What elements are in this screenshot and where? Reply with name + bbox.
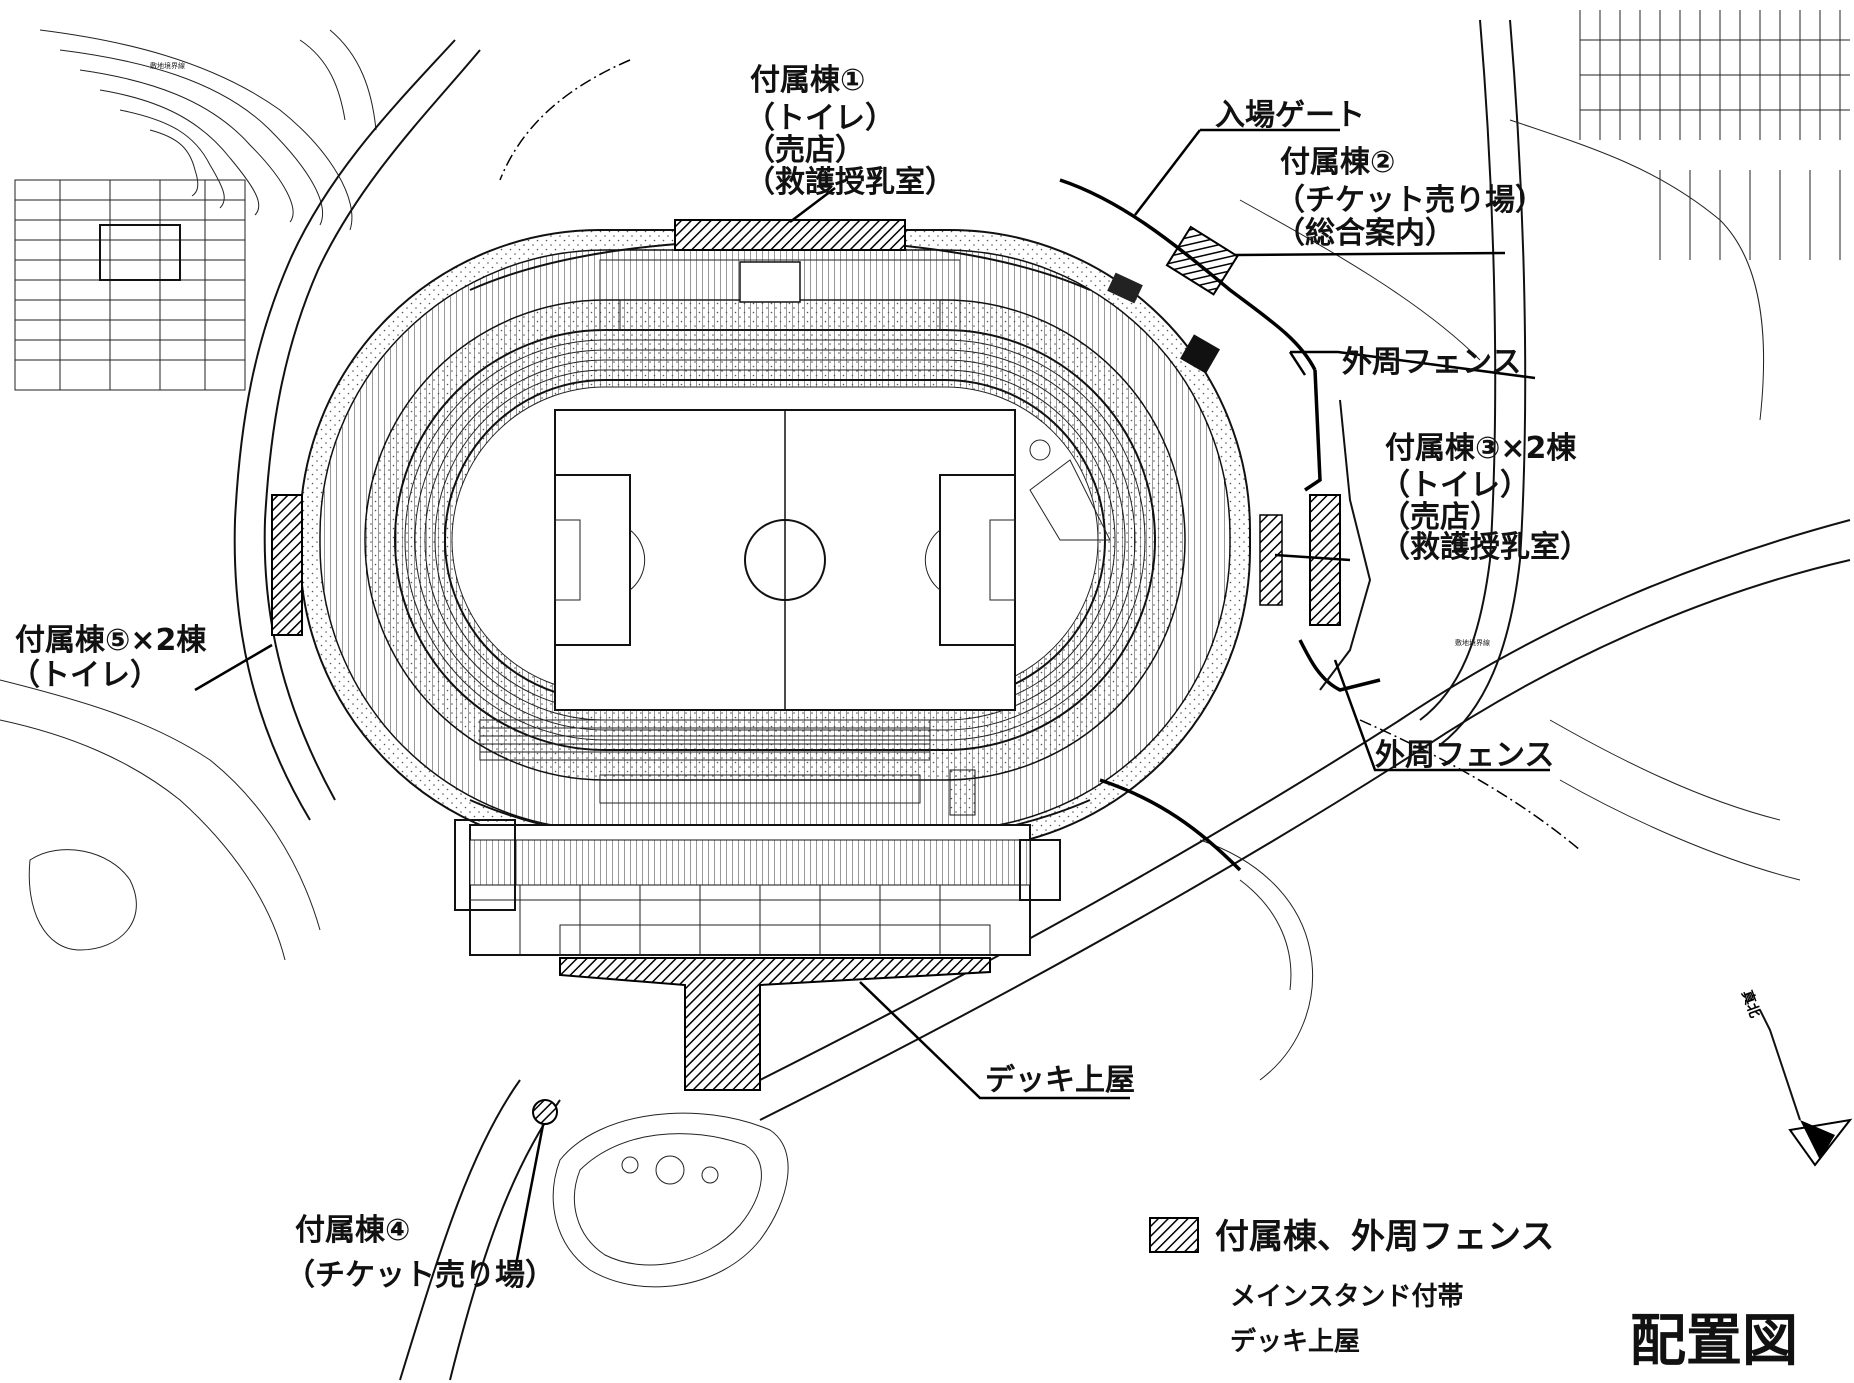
annex3-label-1: 付属棟③×2棟 bbox=[1385, 431, 1577, 466]
legend-line-1: 付属棟、外周フェンス bbox=[1215, 1217, 1554, 1257]
main-stand bbox=[454, 819, 1061, 956]
parking-lot-northeast bbox=[1579, 10, 1850, 260]
annex4-label-2: （チケット売り場） bbox=[285, 1258, 555, 1293]
outer-fence-line bbox=[1059, 178, 1381, 872]
hatched-annex-elements bbox=[271, 219, 1341, 1125]
annex3-label-4: （救護授乳室） bbox=[1380, 530, 1590, 565]
annex1-building bbox=[674, 219, 906, 251]
site-boundary: 敷地境界線 敷地境界線 bbox=[150, 59, 1581, 851]
annex3-label-3: （売店） bbox=[1380, 500, 1500, 535]
labels: 付属棟① （トイレ） （売店） （救護授乳室） 入場ゲート 付属棟② （チケット… bbox=[10, 63, 1590, 1293]
terrain-contours-northwest bbox=[39, 29, 377, 231]
annex5-label-2: （トイレ） bbox=[10, 658, 160, 693]
boundary-text-2: 敷地境界線 bbox=[1455, 638, 1490, 647]
north-mark-text: 真北 bbox=[1738, 988, 1764, 1020]
parking-lot-west bbox=[14, 179, 246, 391]
annex1-label-2: （トイレ） bbox=[745, 101, 895, 136]
annex1-label-1: 付属棟① bbox=[750, 63, 865, 98]
annex2-label-2: （チケット売り場） bbox=[1275, 183, 1545, 218]
deck-roof-hatched bbox=[559, 957, 991, 1091]
annex1-label-4: （救護授乳室） bbox=[745, 165, 955, 200]
deck-roof-label: デッキ上屋 bbox=[985, 1063, 1135, 1098]
plaza-landscape-south bbox=[28, 719, 1801, 1288]
football-pitch bbox=[554, 409, 1016, 711]
annex4-building bbox=[532, 1099, 558, 1125]
outer-fence-label-right: 外周フェンス bbox=[1375, 738, 1554, 773]
annex3-label-2: （トイレ） bbox=[1380, 468, 1530, 503]
legend-line-2: メインスタンド付帯 bbox=[1230, 1282, 1463, 1312]
annex4-label-1: 付属棟④ bbox=[295, 1213, 410, 1248]
legend-hatch-swatch bbox=[1149, 1217, 1199, 1253]
annex2-label-1: 付属棟② bbox=[1280, 145, 1395, 180]
north-arrow: 真北 bbox=[1738, 988, 1853, 1167]
annex1-label-3: （売店） bbox=[745, 133, 865, 168]
annex2-building bbox=[1165, 225, 1239, 296]
road-network bbox=[0, 19, 1851, 1381]
boundary-text-1: 敷地境界線 bbox=[150, 61, 185, 70]
entry-gate-label: 入場ゲート bbox=[1215, 98, 1365, 133]
annex2-label-3: （総合案内） bbox=[1275, 216, 1455, 251]
legend: 付属棟、外周フェンス メインスタンド付帯 デッキ上屋 bbox=[1149, 1217, 1554, 1357]
legend-line-3: デッキ上屋 bbox=[1230, 1326, 1360, 1357]
annex5-label-1: 付属棟⑤×2棟 bbox=[15, 623, 207, 658]
annex5-building bbox=[271, 494, 303, 636]
stadium bbox=[299, 229, 1251, 852]
leader-lines bbox=[194, 128, 1550, 1271]
outer-fence-label-top: 外周フェンス bbox=[1342, 345, 1521, 380]
drawing-title: 配置図 bbox=[1630, 1308, 1798, 1374]
